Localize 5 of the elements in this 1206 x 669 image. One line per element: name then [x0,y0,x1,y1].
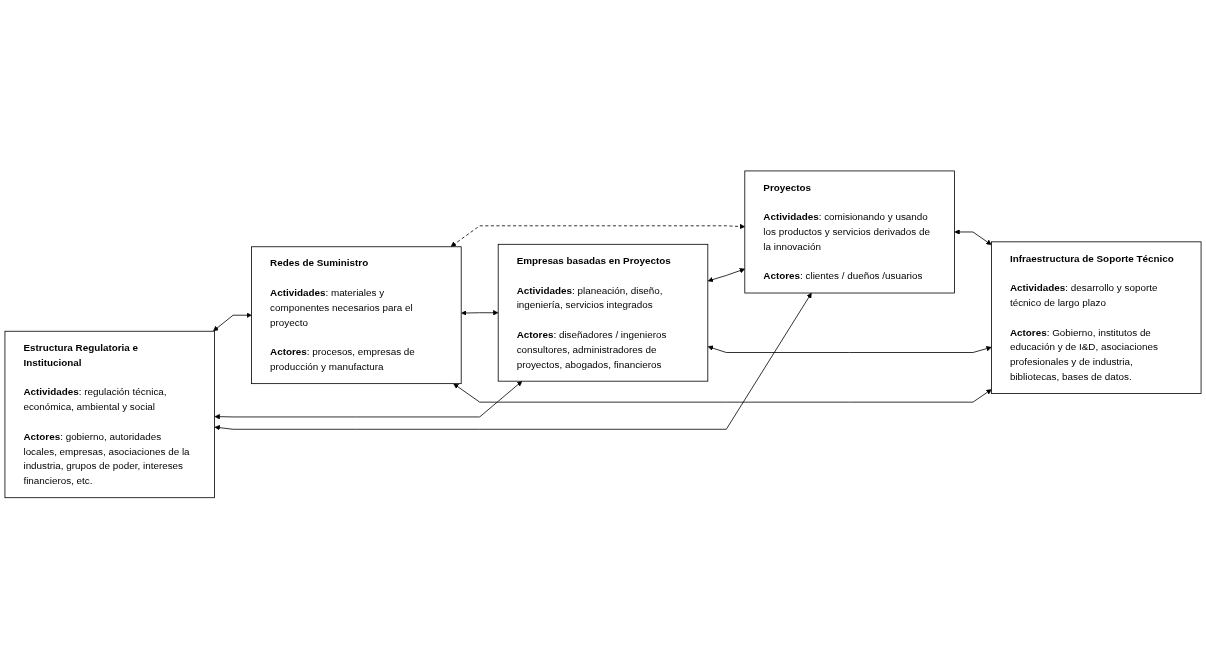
node-box: Proyectos Actividades: comisionando y usando los productos y servicios derivados de la innovación Actores: clientes / dueños /usuarios [744,170,955,294]
node-box: Redes de Suministro Actividades: materiales y componentes necesarios para el proyecto Actores: procesos, empresas de producción y manufactura [251,246,462,385]
node-box: Estructura Regulatoria e Institucional Actividades: regulación técnica, económica, ambiental y social Actores: gobierno, autoridades locales, empresas, asociaciones de la industria, grupos de poder, intereses financieros, etc. [4,331,215,499]
node-box: Infraestructura de Soporte Técnico Actividades: desarrollo y soporte técnico de largo plazo Actores: Gobierno, institutos de educación y de I&D, asociaciones profesionales y de industria, bibliotecas, bases de datos. [991,241,1202,395]
node-box: Empresas basadas en Proyectos Actividades: planeación, diseño, ingeniería, servicios integrados Actores: diseñadores / ingenieros consultores, administradores de proyectos, abogados, financieros [497,244,709,382]
